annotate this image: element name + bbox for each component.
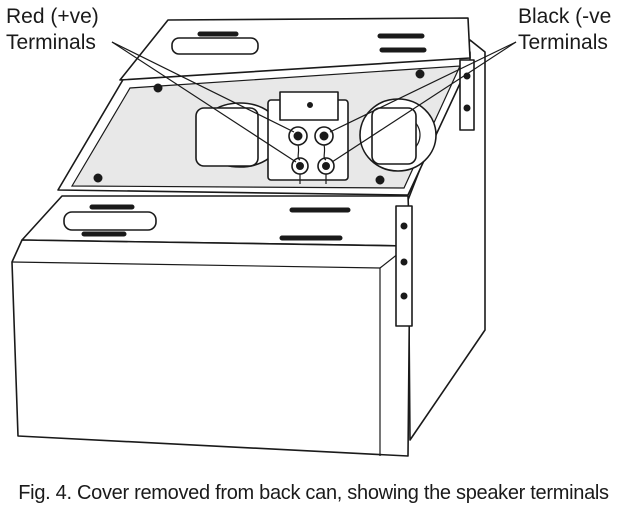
black-terminals-label-line1: Black (-ve (518, 5, 612, 28)
figure-caption: Fig. 4. Cover removed from back can, sho… (18, 482, 609, 504)
top-handle-slot (171, 37, 259, 55)
top-bracket-left (197, 31, 239, 37)
fixing-bolt (153, 83, 163, 93)
red-terminals-label-line2: Terminals (6, 31, 96, 54)
cabinet-front-face (11, 239, 411, 457)
fixing-bolt (375, 175, 385, 185)
speaker-cabinet-diagram (11, 17, 517, 457)
red-leader-line (111, 41, 297, 163)
red-terminals-label-line1: Red (+ve) (6, 5, 99, 28)
black-terminals-label-line2: Terminals (518, 31, 608, 54)
fixing-bolt (415, 69, 425, 79)
red-terminals-label: Red (+ve) Terminals (6, 4, 99, 56)
right-baffle-box (371, 107, 417, 165)
red-leader-line (111, 41, 295, 133)
fixing-bolt (93, 173, 103, 183)
black-terminals-label: Black (-ve Terminals (518, 4, 611, 56)
lower-handle-slot (63, 211, 157, 231)
top-bracket-right (377, 33, 425, 39)
black-leader-line (331, 41, 517, 163)
side-rail-upper (459, 59, 475, 131)
black-leader-line (329, 41, 517, 133)
top-bracket-right-lower (379, 47, 427, 53)
side-rail (395, 205, 413, 327)
